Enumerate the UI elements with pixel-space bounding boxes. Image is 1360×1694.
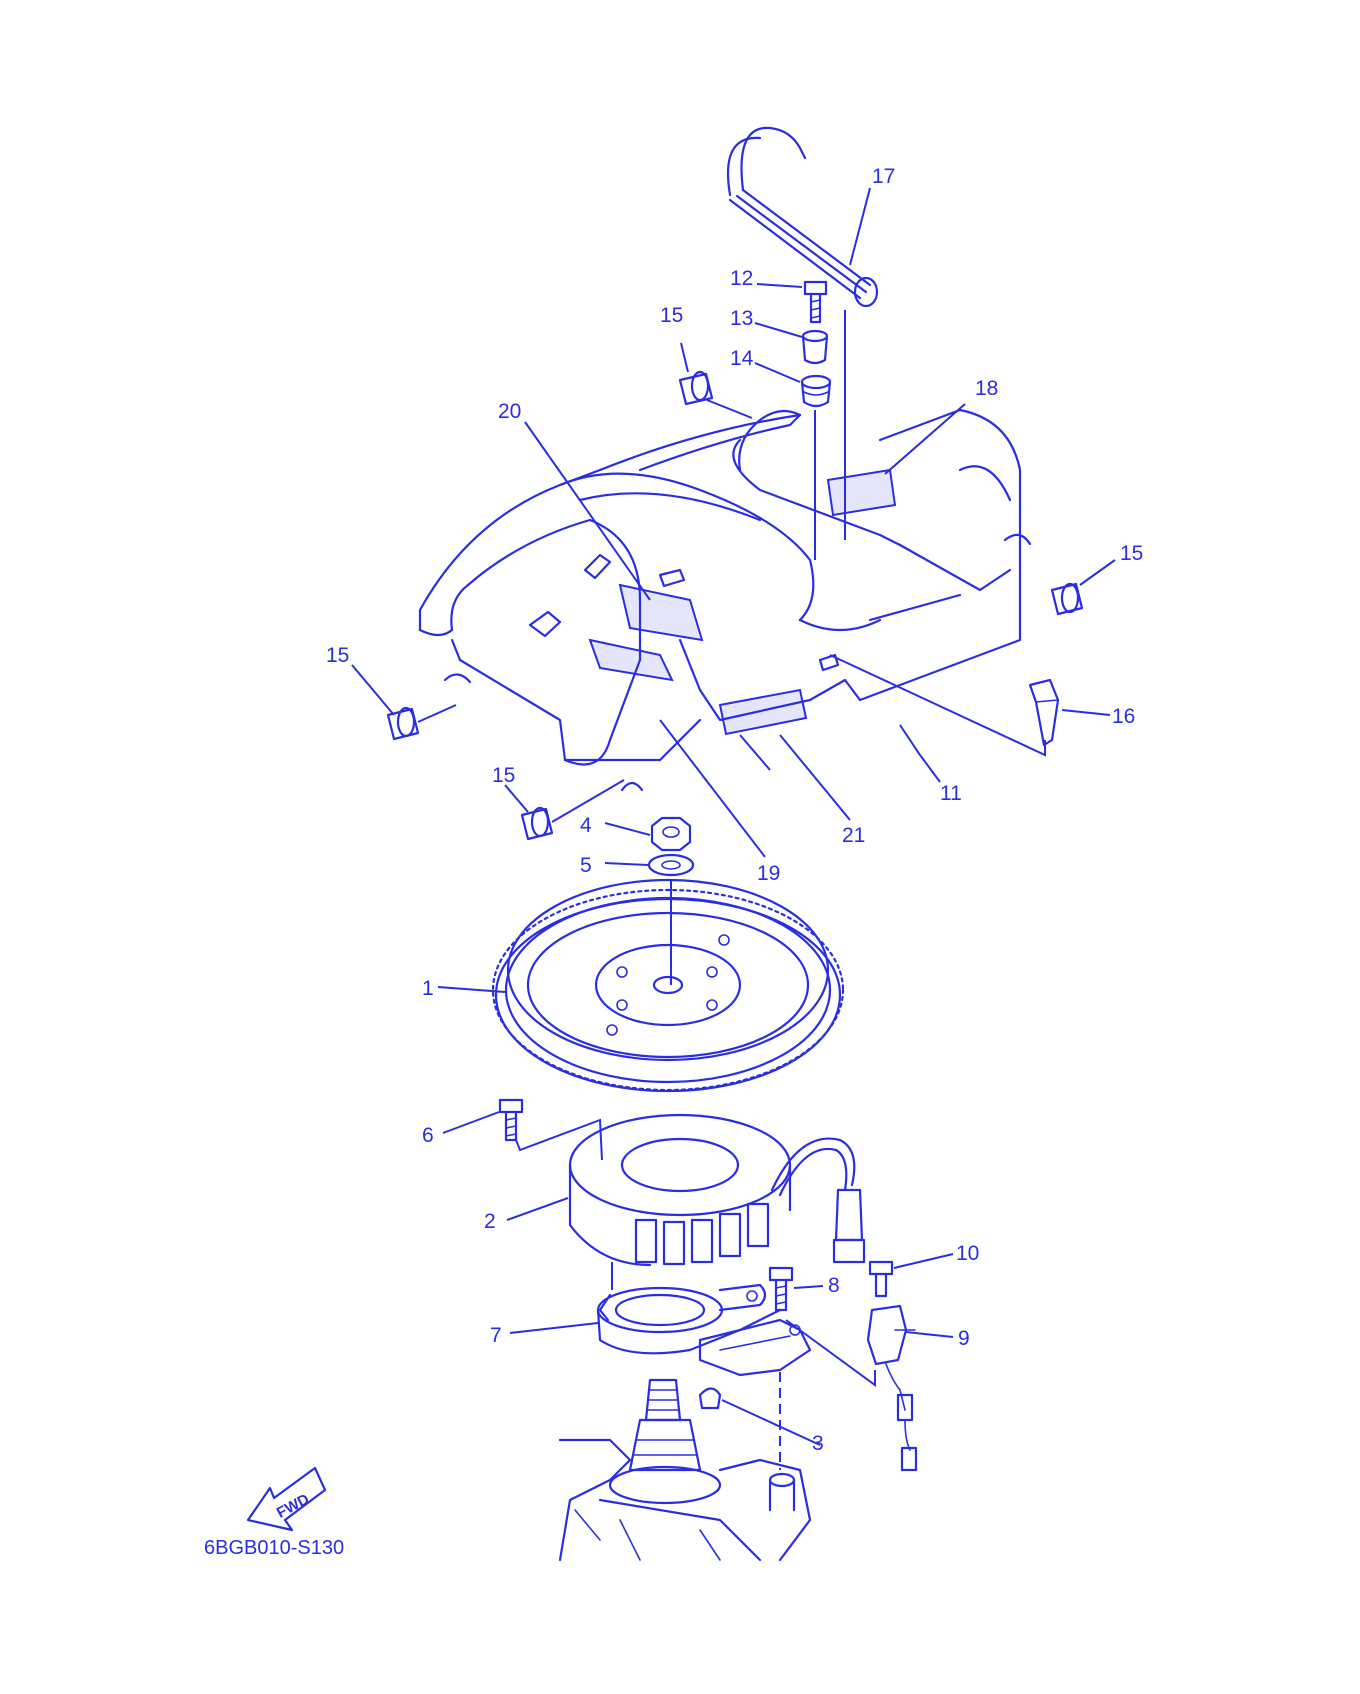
- part-13-collar: [801, 329, 829, 365]
- part-8-bolt: [768, 1266, 794, 1312]
- part-7-base: [596, 1283, 812, 1377]
- part-16-clip: [1028, 678, 1060, 747]
- part-12-bolt: [803, 280, 828, 324]
- part-15-grommet-bottom: [520, 806, 554, 841]
- fwd-arrow-icon: FWD: [246, 1466, 327, 1532]
- callout-3: 3: [812, 1432, 824, 1455]
- diagram-code: 6BGB010-S130: [204, 1537, 344, 1559]
- part-9-pulser-coil: [866, 1304, 918, 1472]
- callout-9: 9: [958, 1327, 970, 1350]
- callout-2: 2: [484, 1210, 496, 1233]
- part-14-grommet: [800, 374, 832, 408]
- callout-15-top: 15: [660, 304, 683, 327]
- part-20-label: [618, 583, 704, 642]
- callout-15-left: 15: [326, 644, 349, 667]
- callout-7: 7: [490, 1324, 502, 1347]
- callout-16: 16: [1112, 705, 1135, 728]
- callout-1: 1: [422, 977, 434, 1000]
- callout-17: 17: [872, 165, 895, 188]
- callout-4: 4: [580, 814, 592, 837]
- callout-6: 6: [422, 1124, 434, 1147]
- part-11-flywheel-cover: [418, 408, 1032, 792]
- part-2-stator: [568, 1113, 866, 1267]
- part-15-grommet-left: [386, 706, 420, 741]
- callout-12: 12: [730, 267, 753, 290]
- callout-14: 14: [730, 347, 754, 370]
- callout-19: 19: [757, 862, 780, 885]
- part-15-grommet-right: [1050, 582, 1084, 616]
- callout-11: 11: [940, 782, 962, 805]
- part-4-nut: [650, 816, 692, 852]
- callout-labels: 17 12 13 14 15 18 20 15 15 16 15 11 4 21…: [326, 165, 1143, 1455]
- fwd-label: FWD: [274, 1491, 312, 1522]
- part-15-grommet-top: [678, 370, 714, 406]
- leader-lines: [351, 187, 1116, 1446]
- part-21-label: [718, 688, 808, 736]
- part-6-bolt: [498, 1098, 524, 1142]
- part-5-washer: [647, 853, 695, 877]
- callout-20: 20: [498, 400, 521, 423]
- callout-10: 10: [956, 1242, 979, 1265]
- callout-15-right: 15: [1120, 542, 1143, 565]
- callout-5: 5: [580, 854, 592, 877]
- crankshaft-and-block: [558, 1378, 812, 1562]
- part-1-flywheel: [491, 878, 845, 1093]
- assembly-centerlines: [515, 310, 1046, 1470]
- part-10-bolt: [868, 1260, 894, 1298]
- part-3-key: [698, 1387, 722, 1410]
- part-19-label: [588, 638, 674, 682]
- part-17-hose: [726, 126, 879, 308]
- callout-18: 18: [975, 377, 998, 400]
- callout-15-bottom: 15: [492, 764, 515, 787]
- callout-13: 13: [730, 307, 753, 330]
- part-18-label: [826, 468, 897, 517]
- callout-21: 21: [842, 824, 865, 847]
- callout-8: 8: [828, 1274, 840, 1297]
